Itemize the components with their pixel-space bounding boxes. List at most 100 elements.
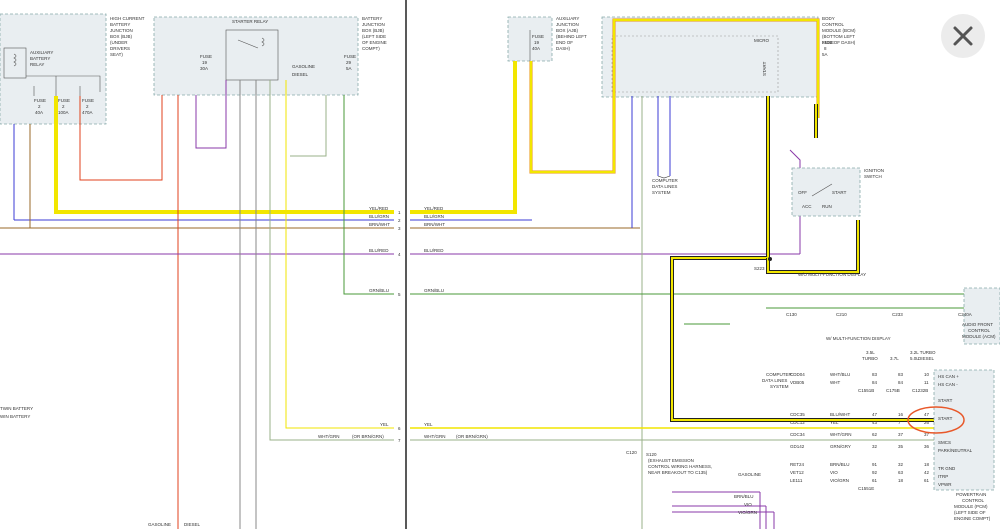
table-row-cell: 26 [924,420,930,425]
table-row-cell: 84 [872,380,878,385]
svg-text:5A: 5A [346,66,352,71]
wire-label-2-right: BLU/GRN [424,214,444,219]
wire-label-7-alt-left: (OR BRN/GRN) [352,434,384,439]
svg-text:40A: 40A [532,46,540,51]
svg-text:(LEFT SIDE: (LEFT SIDE [362,34,386,39]
svg-text:MODULE (PCM): MODULE (PCM) [954,504,988,509]
svg-text:470A: 470A [82,110,93,115]
svg-text:HS CAN -: HS CAN - [938,382,958,387]
splice-s223 [768,257,772,261]
aux-battery-relay-symbol [3,47,27,79]
bjb-label: BATTERY JUNCTION BOX (BJB) (LEFT SIDE OF… [362,16,387,51]
wire-blu-red-a [195,80,227,149]
svg-text:AUDIO FRONT: AUDIO FRONT [962,322,993,327]
table-row-circuit: VET12 [790,470,804,475]
svg-text:MODULE (ACM): MODULE (ACM) [962,334,996,339]
connector-pin-1: 1 [398,210,401,215]
bottom-vio-grn: VIO/GRN [738,510,757,515]
table-row-cell: 10 [924,372,930,377]
wire-wht-grn-left [269,80,394,441]
svg-text:3.7L: 3.7L [890,356,899,361]
svg-text:BODY: BODY [822,16,835,21]
starter-relay-symbol [225,29,279,81]
svg-text:2: 2 [86,104,89,109]
table-row-circuit: CDC12 [790,420,805,425]
fuse-19-30a: FUSE 19 30A [200,54,212,71]
connector-label: C1232B [912,388,928,393]
svg-text:3.5L: 3.5L [866,350,875,355]
wire-yel-red-left [54,96,394,214]
svg-text:FUSE: FUSE [34,98,46,103]
table-row-cell: 42 [924,470,930,475]
wire-grn-blu-left [343,95,394,295]
close-button[interactable] [941,14,985,58]
svg-text:FUSE: FUSE [200,54,212,59]
table-row-cell: BLU/WHT [830,412,851,417]
svg-text:FUSE: FUSE [58,98,70,103]
svg-text:POWERTRAIN: POWERTRAIN [956,492,986,497]
fuse-29-5a: FUSE 29 5A [344,54,356,71]
fuse-40a: FUSE 2 40A [34,98,46,115]
svg-text:VPWR: VPWR [938,482,952,487]
svg-text:AUXILIARY: AUXILIARY [556,16,579,21]
connector-label: C240A [958,312,972,317]
bcm-fuse-5a: FUSE 8 5A [822,40,834,57]
bcm-micro-box [611,35,779,93]
svg-text:ITRP: ITRP [938,474,948,479]
ign-start: START [832,190,847,195]
table-row-cell: 32 [872,444,878,449]
connector-label: C120 [626,450,637,455]
svg-text:SWITCH: SWITCH [864,174,882,179]
connector-pin-4: 4 [398,252,401,257]
bcm-label: BODY CONTROL MODULE (BCM) (BOTTOM LEFT S… [822,16,856,45]
wire-label-7-alt-right: (OR BRN/GRN) [456,434,488,439]
table-row-cell: 35 [898,444,904,449]
svg-text:JUNCTION: JUNCTION [362,22,385,27]
bottom-gasoline-left: GASOLINE [148,522,171,527]
table-row-cell: 11 [924,380,929,385]
svg-text:COMPUTER: COMPUTER [766,372,793,377]
s120-label: S120 [646,452,657,457]
svg-text:HIGH CURRENT: HIGH CURRENT [110,16,145,21]
with-mfd-label: W/ MULTI-FUNCTION DISPLAY [826,336,891,341]
wire-label-2-left: BLU/GRN [369,214,389,219]
svg-text:CONTROL WIRING HARNESS,: CONTROL WIRING HARNESS, [648,464,712,469]
ign-off: OFF [798,190,807,195]
svg-text:START: START [938,398,953,403]
fuse-100a: FUSE 2 100A [58,98,70,115]
svg-text:30A: 30A [200,66,208,71]
table-row-cell: 83 [898,372,904,377]
wire-label-7-left: WHT/GRN [318,434,340,439]
svg-text:BATTERY: BATTERY [110,22,130,27]
svg-text:29: 29 [346,60,352,65]
table-row-cell: 32 [898,462,904,467]
engine-options: 3.5L TURBO 3.7L 5.0L 3.2L TURBO DIESEL [862,350,936,361]
svg-text:RELAY: RELAY [30,62,44,67]
ajb-label: AUXILIARY JUNCTION BOX (AJB) (BEHIND LEF… [556,16,587,51]
without-mfd-label: W/O MULTI-FUNCTION DISPLAY [798,272,866,277]
svg-text:BOX (BJB): BOX (BJB) [110,34,133,39]
high-current-junction-box [0,13,107,125]
table-row-circuit: LE111 [790,478,803,483]
bottom-brn-blu: BRN/BLU [734,494,754,499]
wire-label-1-left: YEL/RED [369,206,389,211]
svg-text:100A: 100A [58,110,69,115]
svg-text:DRIVERS: DRIVERS [110,46,130,51]
svg-text:3.2L TURBO: 3.2L TURBO [910,350,936,355]
svg-text:SMCS: SMCS [938,440,951,445]
table-row-cell: 61 [924,478,930,483]
computer-data-lines-top: COMPUTER DATA LINES SYSTEM [652,178,679,195]
ignition-switch-box [791,167,861,217]
wire-label-4-left: BLU/RED [369,248,389,253]
table-row-circuit: CDD04 [790,372,805,377]
svg-text:DATA LINES: DATA LINES [762,378,787,383]
svg-text:ENGINE COMPT): ENGINE COMPT) [954,516,991,521]
table-row-cell: 63 [898,470,904,475]
audio-front-control-module [963,287,1000,345]
table-row-cell: 91 [872,462,878,467]
svg-text:(BOTTOM LEFT: (BOTTOM LEFT [822,34,855,39]
table-row-cell: VIO/GRN [830,478,849,483]
